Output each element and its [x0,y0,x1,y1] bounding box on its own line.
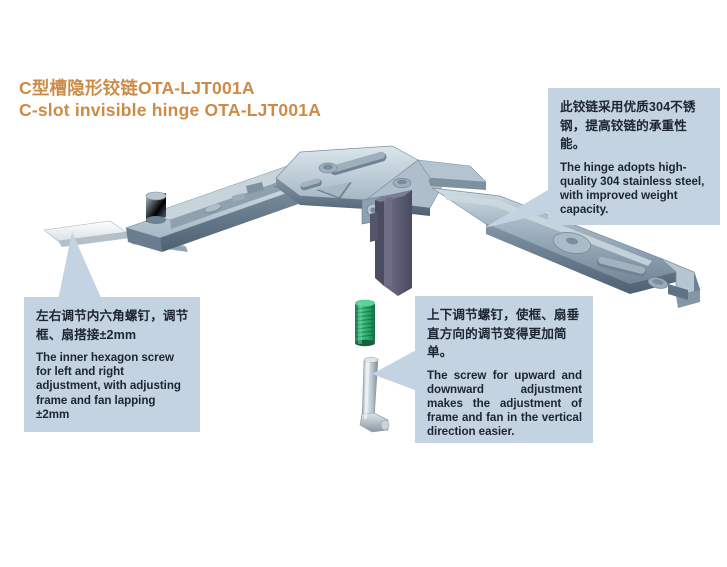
title-english: C-slot invisible hinge OTA-LJT001A [19,100,322,120]
callout-hex-chinese: 左右调节内六角螺钉，调节框、扇搭接±2mm [36,309,189,342]
callout-vertical-adjust: 上下调节螺钉，使框、扇垂直方向的调节变得更加简单。 The screw for … [415,296,593,443]
callout-vertical-chinese: 上下调节螺钉，使框、扇垂直方向的调节变得更加简单。 [427,308,580,359]
callout-hex-english: The inner hexagon screw for left and rig… [36,351,181,421]
adjustment-screw-part [355,299,375,347]
callout-steel-chinese: 此铰链采用优质304不锈钢，提高铰链的承重性能。 [560,100,696,151]
callout-hex-screw: 左右调节内六角螺钉，调节框、扇搭接±2mm The inner hexagon … [24,297,200,432]
rail-pin-icon [145,191,167,224]
upper-bracket-plate-part [275,145,453,225]
callout-tail-vertical [372,348,420,408]
callout-steel-english: The hinge adopts high-quality 304 stainl… [560,160,705,217]
title-chinese: C型槽隐形铰链OTA-LJT001A [19,78,255,98]
vertical-bracket-part [370,190,412,296]
callout-tail-steel [484,178,568,230]
page-title: C型槽隐形铰链OTA-LJT001A C-slot invisible hing… [19,78,439,121]
callout-vertical-english: The screw for upward and downward adjust… [427,368,582,439]
callout-stainless-steel: 此铰链采用优质304不锈钢，提高铰链的承重性能。 The hinge adopt… [548,88,720,225]
callout-tail-hex [58,232,128,300]
